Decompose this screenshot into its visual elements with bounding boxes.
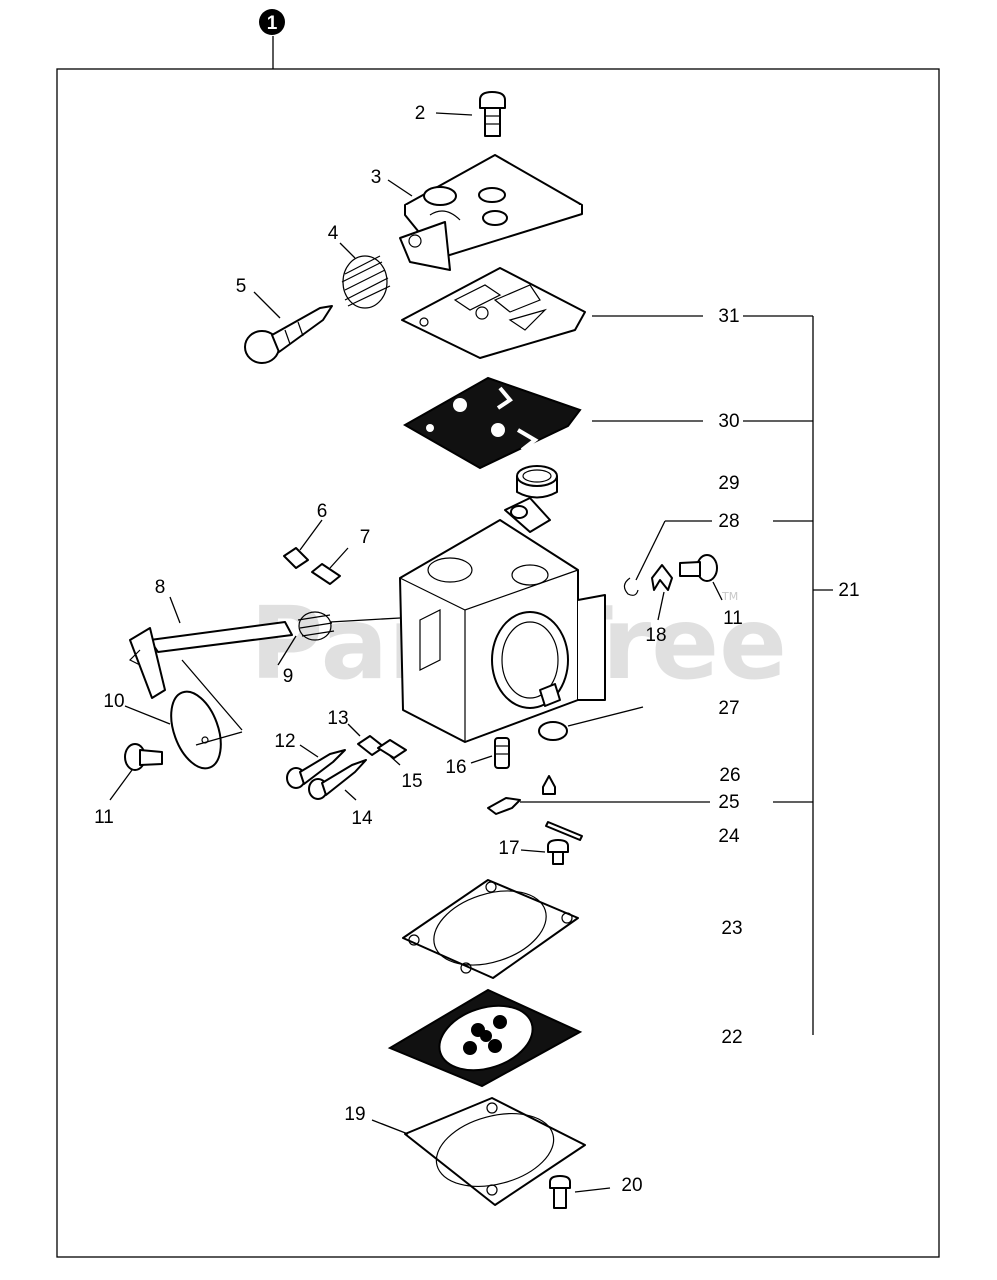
part-14-needle[interactable] <box>308 759 367 800</box>
part-22-metering-diaphragm[interactable] <box>387 988 583 1088</box>
part-15-plug[interactable] <box>377 739 407 759</box>
part-17-screw[interactable] <box>547 839 569 865</box>
callout-6[interactable]: 6 <box>317 501 328 522</box>
part-9-return-spring[interactable] <box>297 611 335 641</box>
part-20-screw[interactable] <box>549 1175 571 1209</box>
part-19-metering-cover[interactable] <box>404 1097 586 1206</box>
callout-27[interactable]: 27 <box>718 698 739 719</box>
callout-26[interactable]: 26 <box>719 765 740 786</box>
part-10-throttle-valve[interactable] <box>162 685 231 775</box>
callout-17[interactable]: 17 <box>498 838 519 859</box>
part-7-pin[interactable] <box>311 563 341 585</box>
callout-12[interactable]: 12 <box>274 731 295 752</box>
callout-21[interactable]: 21 <box>838 580 859 601</box>
assembly-number: 1 <box>267 13 278 34</box>
callout-19[interactable]: 19 <box>344 1104 365 1125</box>
part-25-control-lever[interactable] <box>487 797 521 815</box>
callout-22[interactable]: 22 <box>721 1027 742 1048</box>
callout-4[interactable]: 4 <box>328 223 339 244</box>
part-2-screw[interactable] <box>479 91 506 137</box>
callout-30[interactable]: 30 <box>718 411 739 432</box>
part-29-screen-filter[interactable] <box>516 465 558 499</box>
leader-lines <box>109 112 833 1193</box>
callout-10[interactable]: 10 <box>103 691 124 712</box>
part-30-pump-diaphragm[interactable] <box>402 376 582 470</box>
callout-2[interactable]: 2 <box>415 103 426 124</box>
callout-25[interactable]: 25 <box>718 792 739 813</box>
callout-5[interactable]: 5 <box>236 276 247 297</box>
part-16-jet[interactable] <box>494 737 510 769</box>
part-27-o-ring[interactable] <box>538 721 568 741</box>
callout-8[interactable]: 8 <box>155 577 166 598</box>
part-18-lever[interactable] <box>651 564 673 591</box>
watermark-tm: TM <box>721 590 738 603</box>
callout-29[interactable]: 29 <box>718 473 739 494</box>
callout-11-left[interactable]: 11 <box>94 807 114 828</box>
callout-15[interactable]: 15 <box>401 771 422 792</box>
callout-28[interactable]: 28 <box>718 511 739 532</box>
part-24-pin[interactable] <box>545 821 583 841</box>
part-26-inlet-needle[interactable] <box>542 775 556 795</box>
callout-18[interactable]: 18 <box>645 625 666 646</box>
callout-23[interactable]: 23 <box>721 918 742 939</box>
part-6-plug[interactable] <box>283 547 309 569</box>
part-12-needle[interactable] <box>286 749 346 789</box>
part-3-pump-cover[interactable] <box>399 154 583 271</box>
part-31-gasket[interactable] <box>401 267 586 359</box>
callout-31[interactable]: 31 <box>718 306 739 327</box>
callout-11-right[interactable]: 11 <box>723 608 743 629</box>
part-11-screw-right[interactable] <box>679 554 718 582</box>
part-8-throttle-shaft[interactable] <box>128 621 293 699</box>
callout-16[interactable]: 16 <box>445 757 466 778</box>
part-11-screw-left[interactable] <box>124 743 163 771</box>
callout-3[interactable]: 3 <box>371 167 382 188</box>
callout-9[interactable]: 9 <box>283 666 294 687</box>
callout-7[interactable]: 7 <box>360 527 371 548</box>
assembly-frame <box>56 68 940 1258</box>
callout-14[interactable]: 14 <box>351 808 373 829</box>
part-4-spring[interactable] <box>341 255 391 309</box>
part-23-metering-gasket[interactable] <box>402 878 579 979</box>
part-28-clip[interactable] <box>623 577 639 596</box>
callout-24[interactable]: 24 <box>718 826 740 847</box>
carburetor-body[interactable] <box>399 497 606 743</box>
assembly-number-badge[interactable]: 1 <box>259 9 285 35</box>
part-5-needle-screw[interactable] <box>244 305 333 364</box>
callout-20[interactable]: 20 <box>621 1175 642 1196</box>
callout-13[interactable]: 13 <box>327 708 348 729</box>
callout-labels: 2 3 4 5 6 7 8 9 10 11 11 12 13 14 15 16 … <box>94 103 859 1196</box>
